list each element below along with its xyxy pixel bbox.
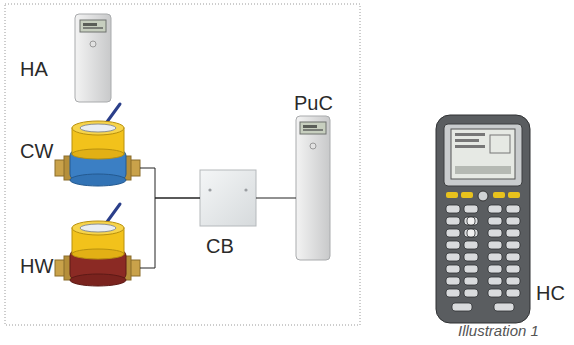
device-label: CW (20, 140, 53, 162)
hot-water-meter: HW (55, 228, 140, 308)
figure-caption: Illustration 1 (458, 322, 539, 339)
device-label: HC (536, 282, 565, 304)
device-label: PuC (294, 92, 333, 114)
room-unit: HA (75, 14, 111, 102)
signal-wire (140, 198, 200, 268)
device-label: CB (206, 235, 234, 257)
pulse-counter-picture (296, 116, 330, 260)
signal-wire (140, 168, 200, 198)
hot-water-meter-picture (55, 204, 140, 286)
connection-box: CB (200, 170, 256, 226)
connection-box-picture (200, 170, 256, 226)
dotted-region (5, 4, 360, 325)
device-label: HW (20, 255, 53, 277)
handheld-computer: HC (436, 115, 530, 323)
signal-wire (256, 198, 296, 199)
room-unit-picture (75, 14, 111, 102)
device-label: HA (20, 58, 48, 80)
pulse-counter: PuC (296, 116, 330, 260)
cold-water-meter-picture (55, 104, 140, 186)
handheld-computer-picture (436, 115, 530, 323)
cold-water-meter: CW (55, 128, 140, 208)
